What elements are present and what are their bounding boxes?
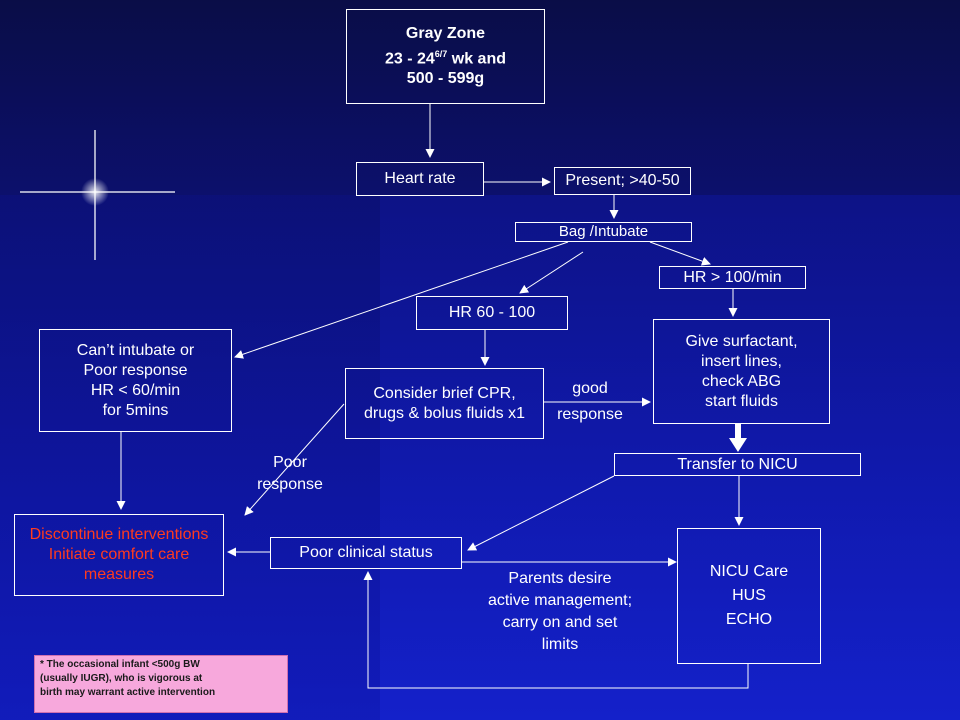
transfer-nicu-box: Transfer to NICU <box>614 453 861 476</box>
consider-cpr-line-2: drugs & bolus fluids x1 <box>364 404 525 422</box>
hr-over-100-label: HR > 100/min <box>683 268 782 286</box>
heart-rate-box: Heart rate <box>356 162 484 196</box>
background-panel-right <box>380 195 960 720</box>
cant-intubate-line-2: Poor response <box>83 361 188 379</box>
arrow-transfer-to-poorclinical <box>467 475 615 551</box>
cant-intubate-box: Can’t intubate or Poor response HR < 60/… <box>39 329 232 432</box>
transfer-nicu-label: Transfer to NICU <box>677 455 798 473</box>
nicu-care-line-2: HUS <box>732 587 766 604</box>
hr-over-100-box: HR > 100/min <box>659 266 806 289</box>
hr-60-100-box: HR 60 - 100 <box>416 296 568 330</box>
arrow-nicucare-loop-back <box>363 571 749 689</box>
give-surfactant-line-1: Give surfactant, <box>685 332 798 350</box>
good-response-line-1: good <box>572 380 608 397</box>
block-arrow-surfactant-to-transfer <box>729 424 747 452</box>
bag-intubate-label: Bag /Intubate <box>558 223 649 240</box>
poor-clinical-label: Poor clinical status <box>299 544 433 561</box>
consider-cpr-line-1: Consider brief CPR, <box>373 384 516 402</box>
present-box: Present; >40-50 <box>554 167 691 195</box>
heart-rate-label: Heart rate <box>384 170 456 187</box>
discontinue-box: Discontinue interventions Initiate comfo… <box>14 514 224 596</box>
cant-intubate-line-1: Can’t intubate or <box>76 341 195 359</box>
poor-response-line-1: Poor <box>273 454 307 471</box>
give-surfactant-line-4: start fluids <box>705 392 778 410</box>
good-response-label: good response <box>548 376 632 428</box>
poor-clinical-box: Poor clinical status <box>270 537 462 569</box>
hr-60-100-label: HR 60 - 100 <box>448 304 536 321</box>
parents-desire-line-3: carry on and set <box>502 614 618 631</box>
give-surfactant-box: Give surfactant, insert lines, check ABG… <box>653 319 830 424</box>
arrow-cpr-to-discontinue <box>244 403 345 516</box>
parents-desire-label: Parents desire active management; carry … <box>466 568 654 656</box>
gray-zone-box: Gray Zone 23 - 246/7 wk and 500 - 599g <box>346 9 545 104</box>
footnote-line-1: * The occasional infant <500g BW <box>40 659 200 670</box>
good-response-line-2: response <box>557 406 623 423</box>
give-surfactant-line-2: insert lines, <box>701 352 782 370</box>
bag-intubate-box: Bag /Intubate <box>515 222 692 242</box>
give-surfactant-line-3: check ABG <box>701 372 782 390</box>
arrow-bag-to-canintubate <box>234 241 569 359</box>
discontinue-line-3: measures <box>83 566 155 583</box>
gray-zone-gestation: 23 - 246/7 wk and <box>384 48 506 68</box>
poor-response-label: Poor response <box>244 452 336 496</box>
nicu-care-line-3: ECHO <box>725 611 773 628</box>
discontinue-line-1: Discontinue interventions <box>29 526 209 543</box>
gray-zone-weight: 500 - 599g <box>406 70 485 88</box>
gray-zone-title: Gray Zone <box>405 24 486 42</box>
discontinue-line-2: Initiate comfort care <box>48 546 190 563</box>
arrow-bag-to-hr60100 <box>519 251 584 294</box>
present-label: Present; >40-50 <box>565 172 680 189</box>
sparkle-star-icon <box>20 130 175 260</box>
footnote-box: * The occasional infant <500g BW (usuall… <box>34 655 288 713</box>
parents-desire-line-4: limits <box>541 636 579 653</box>
parents-desire-line-2: active management; <box>487 592 633 609</box>
nicu-care-box: NICU Care HUS ECHO <box>677 528 821 664</box>
nicu-care-line-1: NICU Care <box>709 563 789 580</box>
consider-cpr-box: Consider brief CPR, drugs & bolus fluids… <box>345 368 544 439</box>
cant-intubate-line-3: HR < 60/min <box>90 381 181 399</box>
footnote-line-2: (usually IUGR), who is vigorous at <box>40 673 203 684</box>
footnote-line-3: birth may warrant active intervention <box>40 687 216 698</box>
parents-desire-line-1: Parents desire <box>508 570 612 587</box>
background-panel-left <box>0 195 380 720</box>
arrow-bag-to-hr100 <box>649 241 711 266</box>
poor-response-line-2: response <box>257 476 323 493</box>
cant-intubate-line-4: for 5mins <box>102 401 169 419</box>
